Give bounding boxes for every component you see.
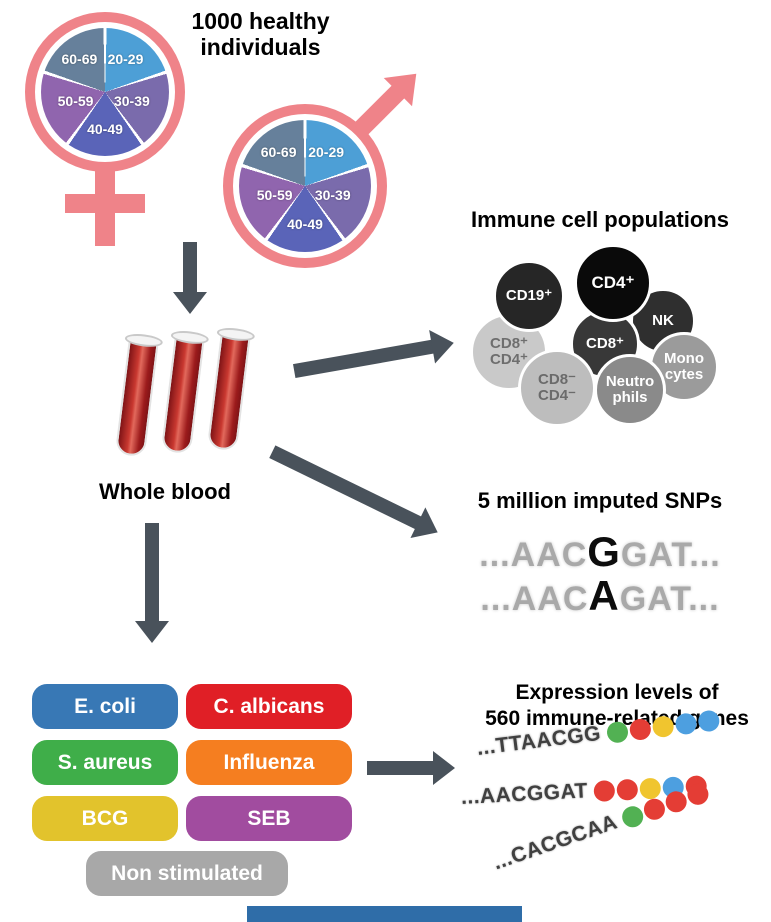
snp-prefix: ...AAC <box>479 536 588 574</box>
cell-label: cytes <box>664 366 704 383</box>
stimulus-s-aureus: S. aureus <box>32 740 178 785</box>
arrow-blood-to-snps <box>265 436 446 548</box>
arrow-head <box>429 326 457 364</box>
cell-label: CD8⁻ <box>538 371 576 389</box>
red-dot <box>616 778 639 801</box>
cell-cd8neg-cd4neg: CD8⁻ CD4⁻ <box>518 349 596 427</box>
arrow-blood-to-cells <box>291 326 457 388</box>
stimulus-influenza: Influenza <box>186 740 352 785</box>
stimulus-seb: SEB <box>186 796 352 841</box>
cell-label: Neutro <box>605 373 655 391</box>
red-dot <box>640 795 668 823</box>
cell-label: CD4⁺ <box>591 273 635 293</box>
footer-bar <box>247 906 522 922</box>
arrow-shaft <box>367 761 435 775</box>
stimulus-non-stimulated: Non stimulated <box>86 851 288 896</box>
cell-label: CD8⁺ <box>490 335 528 353</box>
snp-variant-letter: G <box>587 528 621 575</box>
blood-tube <box>113 332 164 459</box>
gene-sequence: ...CACGCAA <box>490 810 621 875</box>
age-label-20-29: 20-29 <box>308 143 345 160</box>
stimulus-bcg: BCG <box>32 796 178 841</box>
age-label-60-69: 60-69 <box>61 50 98 67</box>
blue-dot <box>673 711 698 736</box>
age-label-40-49: 40-49 <box>287 216 323 233</box>
red-dot <box>593 779 616 802</box>
snp-variant-letter: A <box>588 572 620 619</box>
arrow-shaft <box>293 339 436 378</box>
female-age-pie: 20-29 30-39 40-49 50-59 60-69 <box>41 28 169 156</box>
green-dot <box>605 720 629 744</box>
blood-tube <box>159 329 210 456</box>
arrow-head <box>135 621 169 643</box>
red-dot <box>628 717 652 741</box>
cell-label: phils <box>612 389 648 406</box>
cohort-title: 1000 healthy individuals <box>178 8 343 61</box>
arrow-shaft <box>145 523 159 623</box>
stimulus-e-coli: E. coli <box>32 684 178 729</box>
female-symbol: 20-29 30-39 40-49 50-59 60-69 <box>25 12 185 172</box>
age-label-50-59: 50-59 <box>256 187 293 204</box>
arrow-blood-to-stimuli <box>135 523 169 643</box>
snp-suffix: GAT... <box>619 580 720 618</box>
arrow-head <box>433 751 455 785</box>
age-label-30-39: 30-39 <box>314 187 351 204</box>
age-label-40-49: 40-49 <box>87 121 123 138</box>
age-label-60-69: 60-69 <box>260 143 297 160</box>
arrow-head <box>173 292 207 314</box>
snp-suffix: GAT... <box>620 536 721 574</box>
arrow-shaft <box>183 242 197 294</box>
tube-body <box>206 332 251 452</box>
blood-tube <box>205 326 256 453</box>
cell-label: CD8⁺ <box>586 335 624 353</box>
yellow-dot <box>651 714 675 738</box>
snp-prefix: ...AAC <box>480 580 589 618</box>
cohort-title-line1: 1000 healthy <box>191 8 330 34</box>
snp-sequence-1: ...AACGGAT... <box>450 528 750 576</box>
arrow-shaft <box>269 445 423 530</box>
blue-dot <box>696 708 721 733</box>
cell-cd4: CD4⁺ <box>574 244 652 322</box>
cell-label: Mono <box>664 350 704 368</box>
female-cross-horizontal <box>65 194 145 213</box>
arrow-stimuli-to-expression <box>367 751 455 785</box>
cell-label: NK <box>652 312 674 330</box>
tube-body <box>114 338 159 458</box>
male-age-pie: 20-29 30-39 40-49 50-59 60-69 <box>239 120 371 252</box>
whole-blood-label: Whole blood <box>99 479 231 504</box>
cell-label: CD19⁺ <box>505 287 553 305</box>
arrow-cohort-to-blood <box>173 242 207 314</box>
gene-sequence: ...AACGGAT <box>460 779 589 809</box>
red-dot <box>684 780 711 808</box>
cell-label: CD4⁺ <box>490 351 528 368</box>
age-label-50-59: 50-59 <box>57 92 94 109</box>
cell-label: CD4⁻ <box>538 387 576 404</box>
cohort-title-line2: individuals <box>200 34 321 61</box>
snp-heading: 5 million imputed SNPs <box>477 488 723 513</box>
immune-heading: Immune cell populations <box>471 207 729 232</box>
cell-cd19: CD19⁺ <box>493 260 565 332</box>
cell-neutrophils: Neutro phils <box>594 354 666 426</box>
red-dot <box>662 788 690 815</box>
expression-heading-line1: Expression levels of <box>515 681 719 704</box>
age-label-30-39: 30-39 <box>113 92 150 109</box>
green-dot <box>619 803 646 830</box>
snp-sequence-2: ...AACAGAT... <box>450 572 750 620</box>
stimulus-c-albicans: C. albicans <box>186 684 352 729</box>
male-symbol: 20-29 30-39 40-49 50-59 60-69 <box>223 104 387 268</box>
age-label-20-29: 20-29 <box>107 50 144 67</box>
tube-body <box>160 335 205 455</box>
